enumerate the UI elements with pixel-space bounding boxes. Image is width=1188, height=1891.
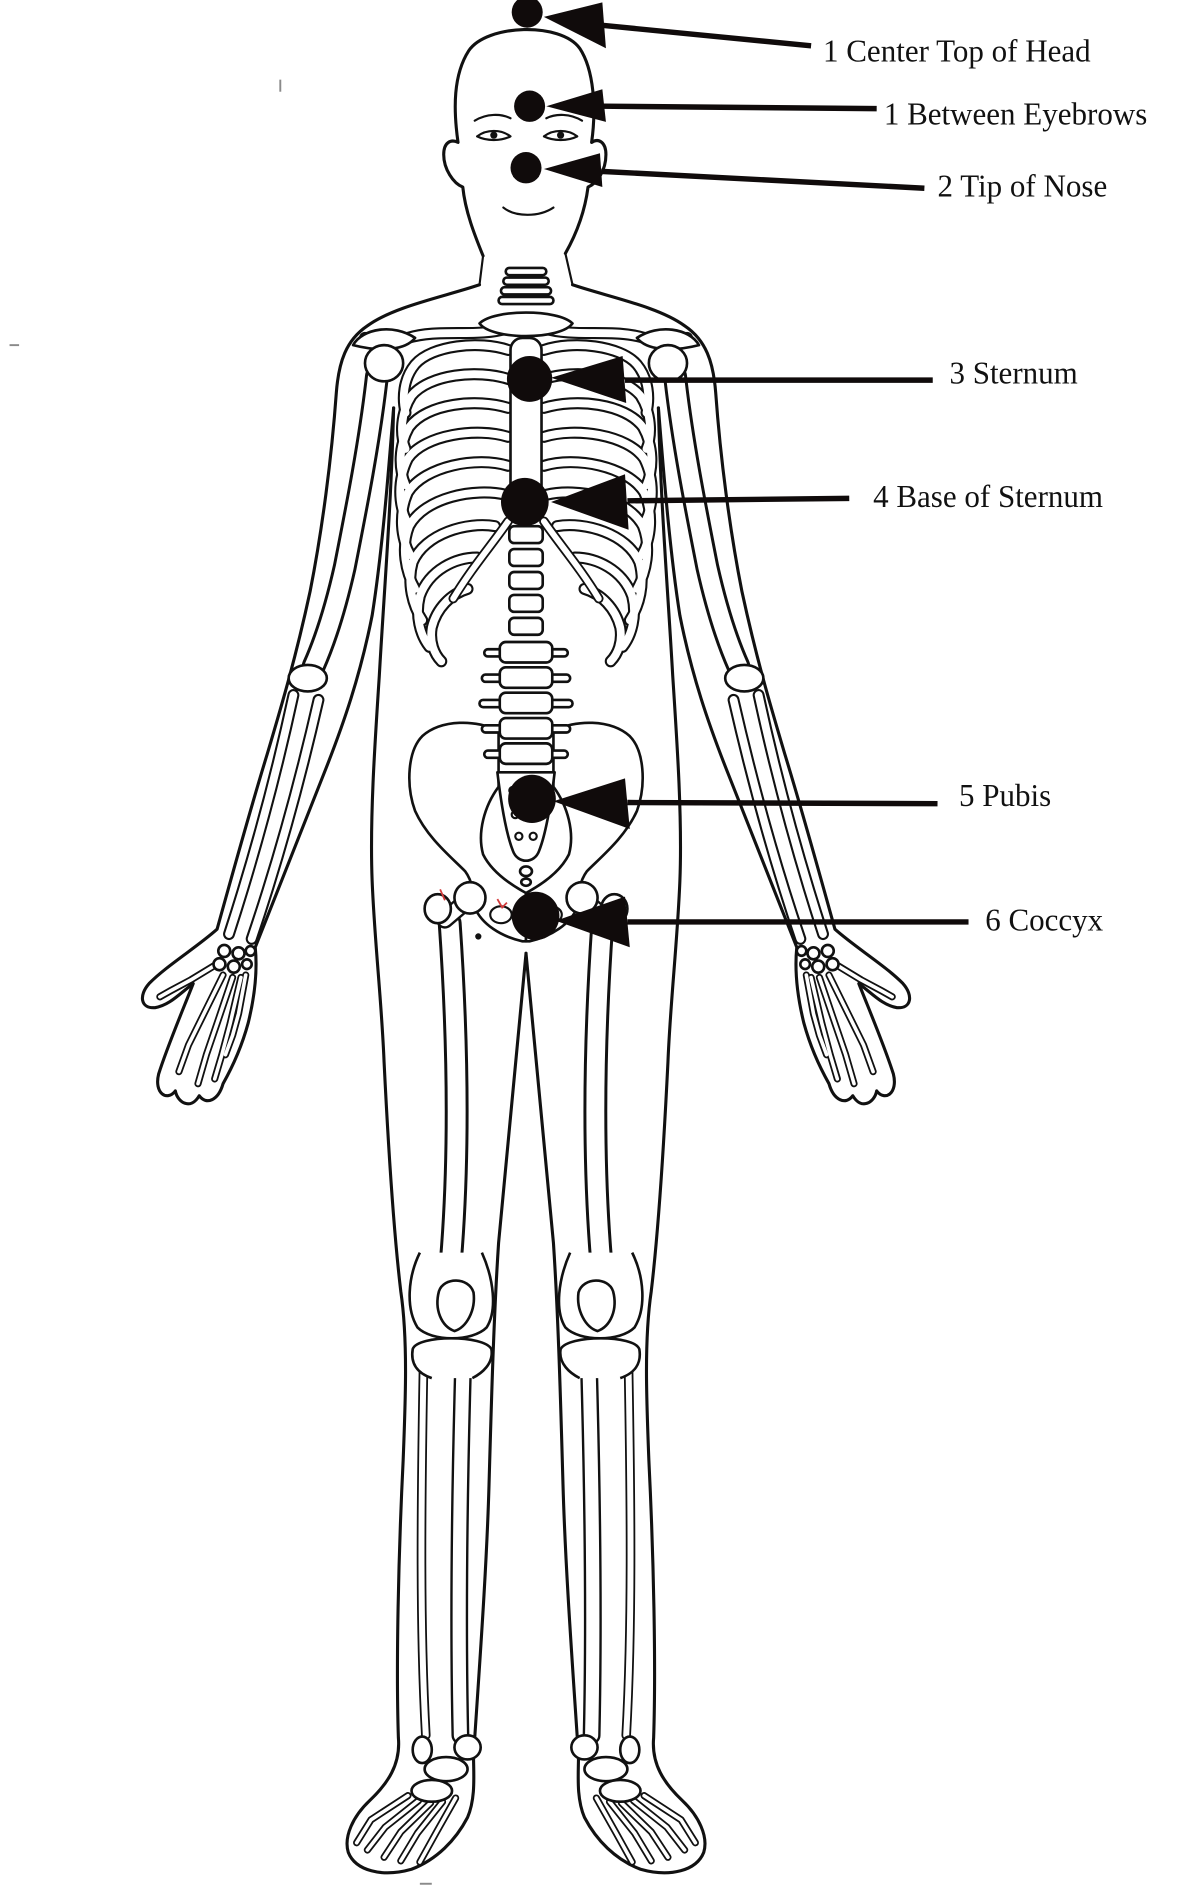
- humerus-head: [363, 343, 405, 383]
- label-base-of-sternum: 4 Base of Sternum: [873, 479, 1103, 514]
- marker-dot: [510, 152, 542, 184]
- lumbar-vertebra: [498, 742, 554, 766]
- carpal-bone: [226, 959, 242, 974]
- cervical-vertebra: [497, 295, 555, 306]
- label-tip-of-nose: 2 Tip of Nose: [938, 169, 1108, 204]
- cervical-vertebra: [504, 266, 548, 277]
- arrow-head: [553, 778, 630, 830]
- coccyx-segment: [518, 865, 534, 878]
- arrow-line: [627, 799, 938, 807]
- medial-malleolus: [453, 1733, 482, 1761]
- lumbar-vertebra: [498, 640, 554, 664]
- upper-thoracic-vertebra: [478, 311, 574, 338]
- callout-pubis: 5 Pubis: [508, 774, 1051, 830]
- marker-dot: [508, 774, 556, 824]
- thoracic-vertebra: [508, 547, 545, 568]
- carpal-bone: [244, 944, 257, 958]
- label-pubis: 5 Pubis: [959, 778, 1051, 813]
- thoracic-vertebra: [508, 570, 545, 591]
- carpal-bone: [212, 956, 227, 972]
- torso-and-leg-outline: [345, 406, 528, 1875]
- callout-base-of-sternum: 4 Base of Sternum: [500, 474, 1103, 530]
- callout-coccyx: 6 Coccyx: [511, 891, 1104, 948]
- carpal-bone: [240, 958, 253, 971]
- sacral-foramen: [528, 831, 538, 841]
- thoracic-vertebra: [508, 524, 545, 545]
- lumbar-vertebra: [498, 716, 554, 740]
- arrow-head: [543, 153, 603, 188]
- label-sternum: 3 Sternum: [949, 356, 1077, 391]
- right-pupil: [557, 131, 565, 139]
- marker-dot: [511, 0, 543, 28]
- label-center-top-of-head: 1 Center Top of Head: [823, 33, 1091, 68]
- right-eyebrow: [545, 113, 584, 122]
- lumbar-vertebra: [498, 666, 554, 690]
- spine: [478, 524, 574, 766]
- left-eye: [476, 129, 512, 142]
- lateral-malleolus: [411, 1735, 434, 1765]
- cervical-vertebra: [502, 276, 550, 287]
- carpal-bone: [231, 945, 246, 961]
- marker-dot: [500, 477, 549, 527]
- neck-right-line: [564, 252, 574, 286]
- thoracic-vertebra: [508, 616, 545, 637]
- coccyx-segment: [519, 877, 533, 888]
- callout-tip-of-nose: 2 Tip of Nose: [510, 152, 1108, 204]
- thoracic-vertebra: [508, 593, 545, 614]
- label-between-eyebrows: 1 Between Eyebrows: [884, 96, 1147, 131]
- callout-center-top-of-head: 1 Center Top of Head: [511, 0, 1091, 69]
- left-eyebrow: [473, 113, 512, 122]
- marker-dot: [514, 90, 546, 122]
- arrow-head: [555, 896, 630, 948]
- mouth: [502, 206, 555, 216]
- lumbar-vertebra: [498, 691, 554, 715]
- callout-sternum: 3 Sternum: [506, 355, 1078, 404]
- navicular: [410, 1778, 454, 1804]
- red-mark: [439, 889, 446, 901]
- stray-marks: [9, 79, 508, 1885]
- left-pupil: [490, 131, 498, 139]
- right-eye: [542, 129, 579, 142]
- cervical-spine: [478, 266, 574, 338]
- red-mark: [496, 898, 508, 909]
- marker-dot: [506, 355, 553, 402]
- head-outline: [442, 27, 608, 258]
- sacral-foramen: [514, 831, 524, 841]
- body-right-half: [526, 285, 910, 1873]
- femur-head: [453, 880, 487, 915]
- small-dot: [475, 933, 482, 940]
- arrow-head: [543, 2, 606, 49]
- label-coccyx: 6 Coccyx: [985, 902, 1103, 937]
- neck-left-line: [478, 254, 485, 286]
- arrow-head: [546, 89, 606, 122]
- tibia-plateau: [410, 1336, 493, 1380]
- carpal-bone: [216, 943, 232, 959]
- arrow-line: [601, 168, 925, 191]
- patella: [436, 1279, 476, 1333]
- arm-and-hand-outline: [140, 283, 482, 1106]
- greater-trochanter: [423, 892, 453, 925]
- arrow-head: [551, 355, 627, 404]
- talus: [423, 1755, 469, 1783]
- callout-between-eyebrows: 1 Between Eyebrows: [514, 89, 1147, 131]
- arrow-line: [627, 495, 850, 504]
- arrow-line: [602, 22, 812, 49]
- elbow-joint: [287, 663, 329, 693]
- arrow-head: [551, 474, 629, 530]
- marker-dot: [511, 891, 560, 941]
- body-left-half: [140, 283, 528, 1875]
- arrow-line: [602, 103, 877, 112]
- cervical-vertebra: [499, 285, 553, 296]
